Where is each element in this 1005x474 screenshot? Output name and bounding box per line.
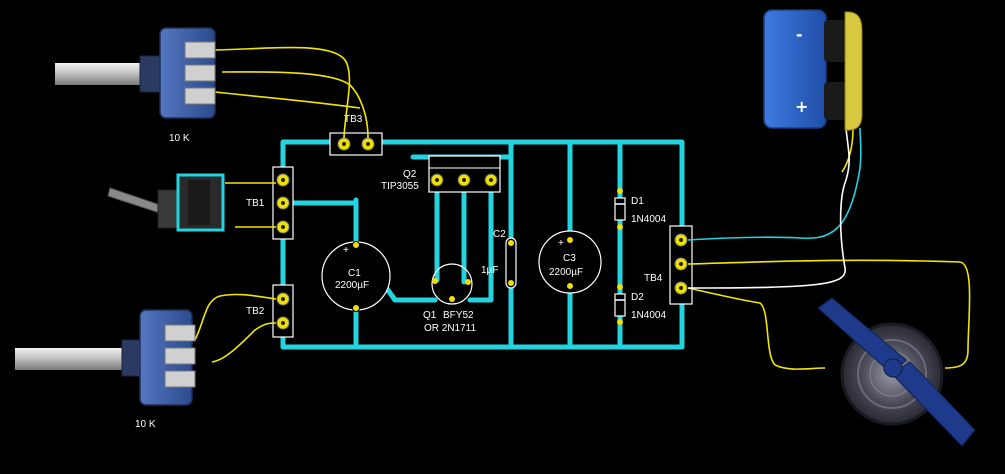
c2-value: 1µF (481, 265, 498, 276)
battery-plus-sign: + (795, 97, 808, 116)
pot-shaft (55, 63, 150, 85)
d2-ref: D2 (631, 292, 644, 303)
tb4-label: TB4 (644, 273, 663, 284)
toggle-switch (107, 173, 225, 232)
d2-part: 1N4004 (631, 310, 666, 321)
q1-ref: Q1 (423, 310, 437, 321)
wire (194, 293, 277, 341)
transistor-q2: Q2 TIP3055 (381, 155, 501, 193)
c3-value: 2200µF (549, 267, 583, 278)
terminal-block-tb2: TB2 (246, 284, 294, 338)
pot-shaft (15, 348, 130, 370)
battery: - + (763, 9, 863, 131)
tb1-label: TB1 (246, 198, 265, 209)
c1-value: 2200µF (335, 280, 369, 291)
terminal-block-tb3: TB3 (329, 114, 383, 156)
wire (687, 127, 862, 241)
wire (687, 287, 826, 370)
d1-ref: D1 (631, 196, 644, 207)
wires-white (687, 127, 850, 289)
tb2-label: TB2 (246, 306, 265, 317)
c1-plus-sign: + (343, 245, 349, 256)
pot-bottom-value: 10 K (135, 419, 156, 430)
wire (221, 71, 369, 139)
capacitor-c3: + C3 2200µF (538, 230, 602, 294)
potentiometer-bottom: 10 K (15, 309, 196, 430)
tb3-label: TB3 (344, 114, 363, 125)
c1-ref: C1 (348, 268, 361, 279)
fan-motor (817, 297, 976, 447)
d1-part: 1N4004 (631, 214, 666, 225)
wires-cyan (687, 127, 862, 241)
q2-trace (467, 179, 494, 303)
diode-d2: D2 1N4004 (614, 284, 666, 325)
terminal-block-tb4: TB4 (644, 225, 693, 305)
terminal-block-tb1: TB1 (246, 166, 294, 240)
q2-ref: Q2 (403, 169, 417, 180)
transistor-q1: Q1 BFY52 OR 2N1711 (423, 263, 477, 334)
wire (214, 91, 361, 109)
c3-ref: C3 (563, 253, 576, 264)
capacitor-c1: + C1 2200µF (321, 241, 391, 312)
diode-d1: D1 1N4004 (614, 188, 666, 230)
q2-part: TIP3055 (381, 181, 419, 192)
potentiometer-top: 10 K (55, 27, 216, 144)
c2-ref: C2 (493, 229, 506, 240)
wire (841, 127, 854, 173)
wire (687, 127, 850, 289)
capacitor-c2: C2 1µF (481, 229, 517, 289)
wire (687, 259, 971, 369)
battery-icon (763, 9, 827, 129)
q1-part: BFY52 (443, 310, 474, 321)
q1-alt-part: OR 2N1711 (424, 323, 477, 334)
c3-plus-sign: + (558, 238, 564, 249)
battery-minus-sign: - (796, 25, 803, 44)
wires-yellow (194, 46, 971, 370)
pot-top-value: 10 K (169, 133, 190, 144)
wire (209, 46, 351, 139)
wire (211, 322, 277, 363)
board-outline-trace (280, 139, 685, 350)
